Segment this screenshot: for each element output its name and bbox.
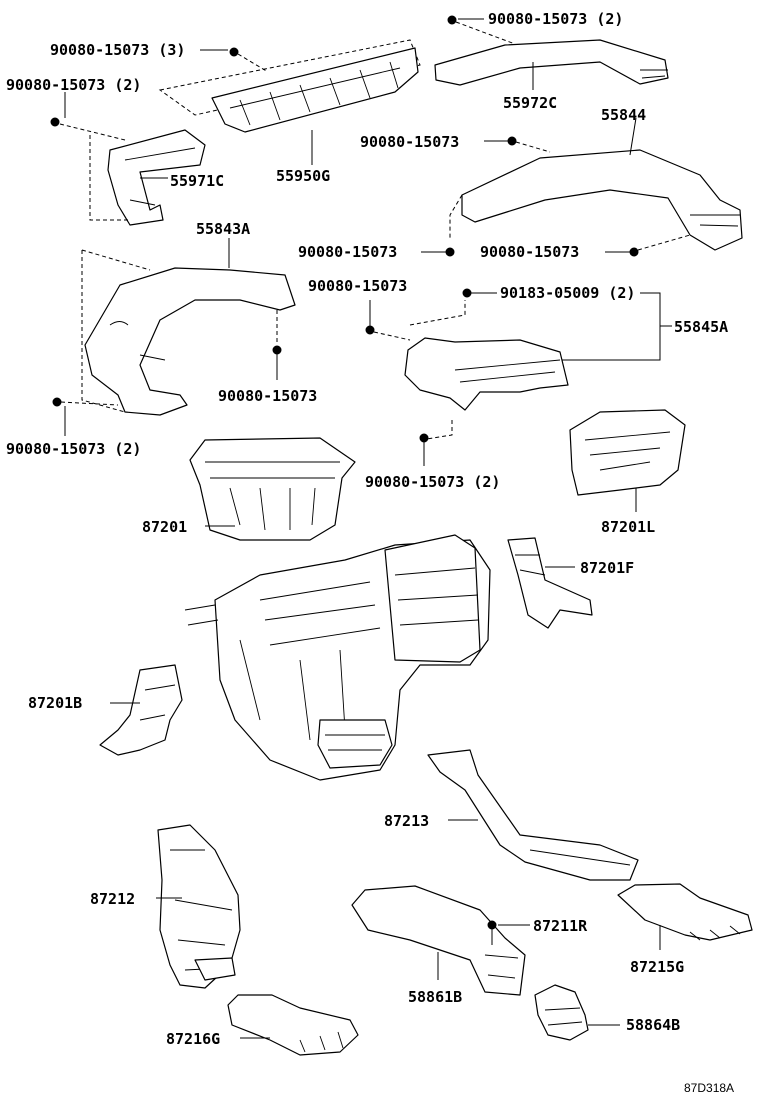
label-58864b: 58864B [626,1016,680,1034]
label-58861b: 58861B [408,988,462,1006]
part-55971c-drawing [107,129,206,226]
part-87212-drawing [157,824,241,989]
part-55843a-drawing [84,267,296,416]
bolt-icon [229,47,239,57]
label-87212: 87212 [90,890,135,908]
label-bolt-55844-right: 90080-15073 [480,243,579,261]
label-bolt-55843a-right: 90080-15073 [218,387,317,405]
label-bolt-55843a-left-2: 90080-15073 (2) [6,440,141,458]
label-87211r: 87211R [533,917,588,935]
bolt-icon [629,247,639,257]
label-55843a: 55843A [196,220,250,238]
label-87201b: 87201B [28,694,82,712]
bolt-icon [507,136,517,146]
part-87201f-drawing [507,537,593,629]
part-55845a-drawing [404,337,569,411]
clip-icon [462,288,472,298]
figure-reference: 87D318A [684,1081,734,1095]
part-87201b-drawing [99,664,183,756]
label-bolt-top-left-3: 90080-15073 (3) [50,41,185,59]
label-bolt-55844-top: 90080-15073 [360,133,459,151]
part-87201l-drawing [569,409,686,496]
bolt-icon [50,117,60,127]
part-55844-drawing [461,149,743,251]
label-55950g: 55950G [276,167,330,185]
bolt-icon [445,247,455,257]
bolt-icon [272,345,282,355]
bolt-icon [52,397,62,407]
label-87216g: 87216G [166,1030,220,1048]
part-58861b-drawing [351,885,526,996]
part-55972c-drawing [434,39,669,86]
label-87201l: 87201L [601,518,655,536]
label-bolt-55845a-bottom-2: 90080-15073 (2) [365,473,500,491]
label-87213: 87213 [384,812,429,830]
label-55845a: 55845A [674,318,728,336]
bolt-icon [365,325,375,335]
label-clip-55845a: 90183-05009 (2) [500,284,635,302]
part-87213-drawing [427,749,639,881]
bolt-icon [447,15,457,25]
label-87201f: 87201F [580,559,634,577]
label-bolt-top-right-2: 90080-15073 (2) [488,10,623,28]
label-55972c: 55972C [503,94,557,112]
part-87201-drawing [189,437,356,541]
screw-icon [487,920,497,945]
label-bolt-55845a-left: 90080-15073 [308,277,407,295]
part-58864b-drawing [534,984,589,1041]
label-87215g: 87215G [630,958,684,976]
bolt-icon [419,433,429,443]
part-87216g-drawing [227,994,359,1056]
label-55971c: 55971C [170,172,224,190]
part-87215g-drawing [617,883,753,941]
label-bolt-55844-left: 90080-15073 [298,243,397,261]
hvac-unit-drawing [184,534,491,781]
part-55950g-drawing [158,39,421,133]
label-bolt-left-2: 90080-15073 (2) [6,76,141,94]
label-87201: 87201 [142,518,187,536]
label-55844: 55844 [601,106,646,124]
